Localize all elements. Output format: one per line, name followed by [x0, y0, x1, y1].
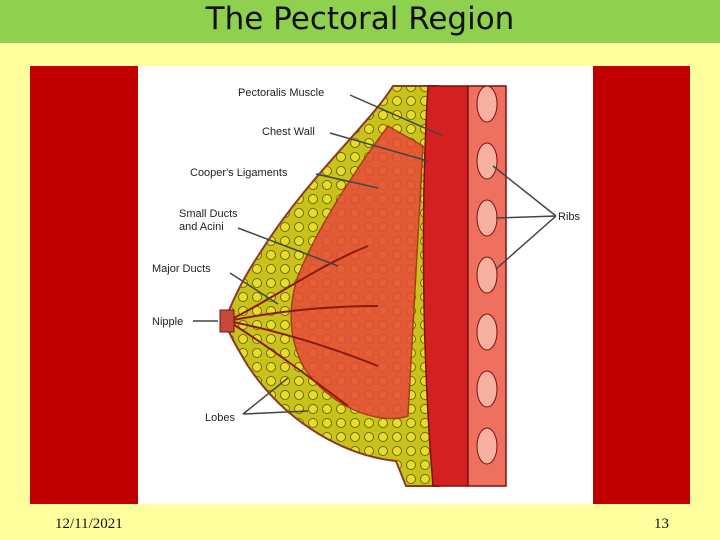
rib: [476, 256, 498, 294]
rib: [476, 142, 498, 180]
title-bar: The Pectoral Region: [0, 0, 720, 43]
label-ribs: Ribs: [558, 211, 581, 223]
ducts: [227, 245, 379, 407]
figure-panel: Pectoralis Muscle Chest Wall Cooper's Li…: [138, 66, 593, 504]
label-small-ducts-line1: Small Ducts: [179, 208, 238, 220]
rib: [476, 85, 498, 123]
label-small-ducts-line2: and Acini: [179, 221, 224, 233]
ribs-group: [476, 85, 498, 465]
label-chest-wall: Chest Wall: [262, 126, 315, 138]
breast-anatomy-diagram: Pectoralis Muscle Chest Wall Cooper's Li…: [152, 85, 581, 487]
rib: [476, 313, 498, 351]
label-arrows: [193, 94, 557, 415]
nipple: [219, 309, 235, 333]
slide-title: The Pectoral Region: [205, 1, 515, 37]
rib: [476, 370, 498, 408]
rib: [476, 199, 498, 237]
label-pectoralis-muscle: Pectoralis Muscle: [238, 87, 324, 99]
rib: [476, 427, 498, 465]
footer-date: 12/11/2021: [55, 516, 123, 532]
pectoralis-muscle: [422, 85, 473, 487]
label-major-ducts: Major Ducts: [152, 263, 211, 275]
label-nipple: Nipple: [152, 316, 183, 328]
label-coopers-ligaments: Cooper's Ligaments: [190, 167, 288, 179]
glandular-tissue: [290, 125, 424, 420]
label-lobes: Lobes: [205, 412, 235, 424]
page-number: 13: [654, 516, 669, 532]
